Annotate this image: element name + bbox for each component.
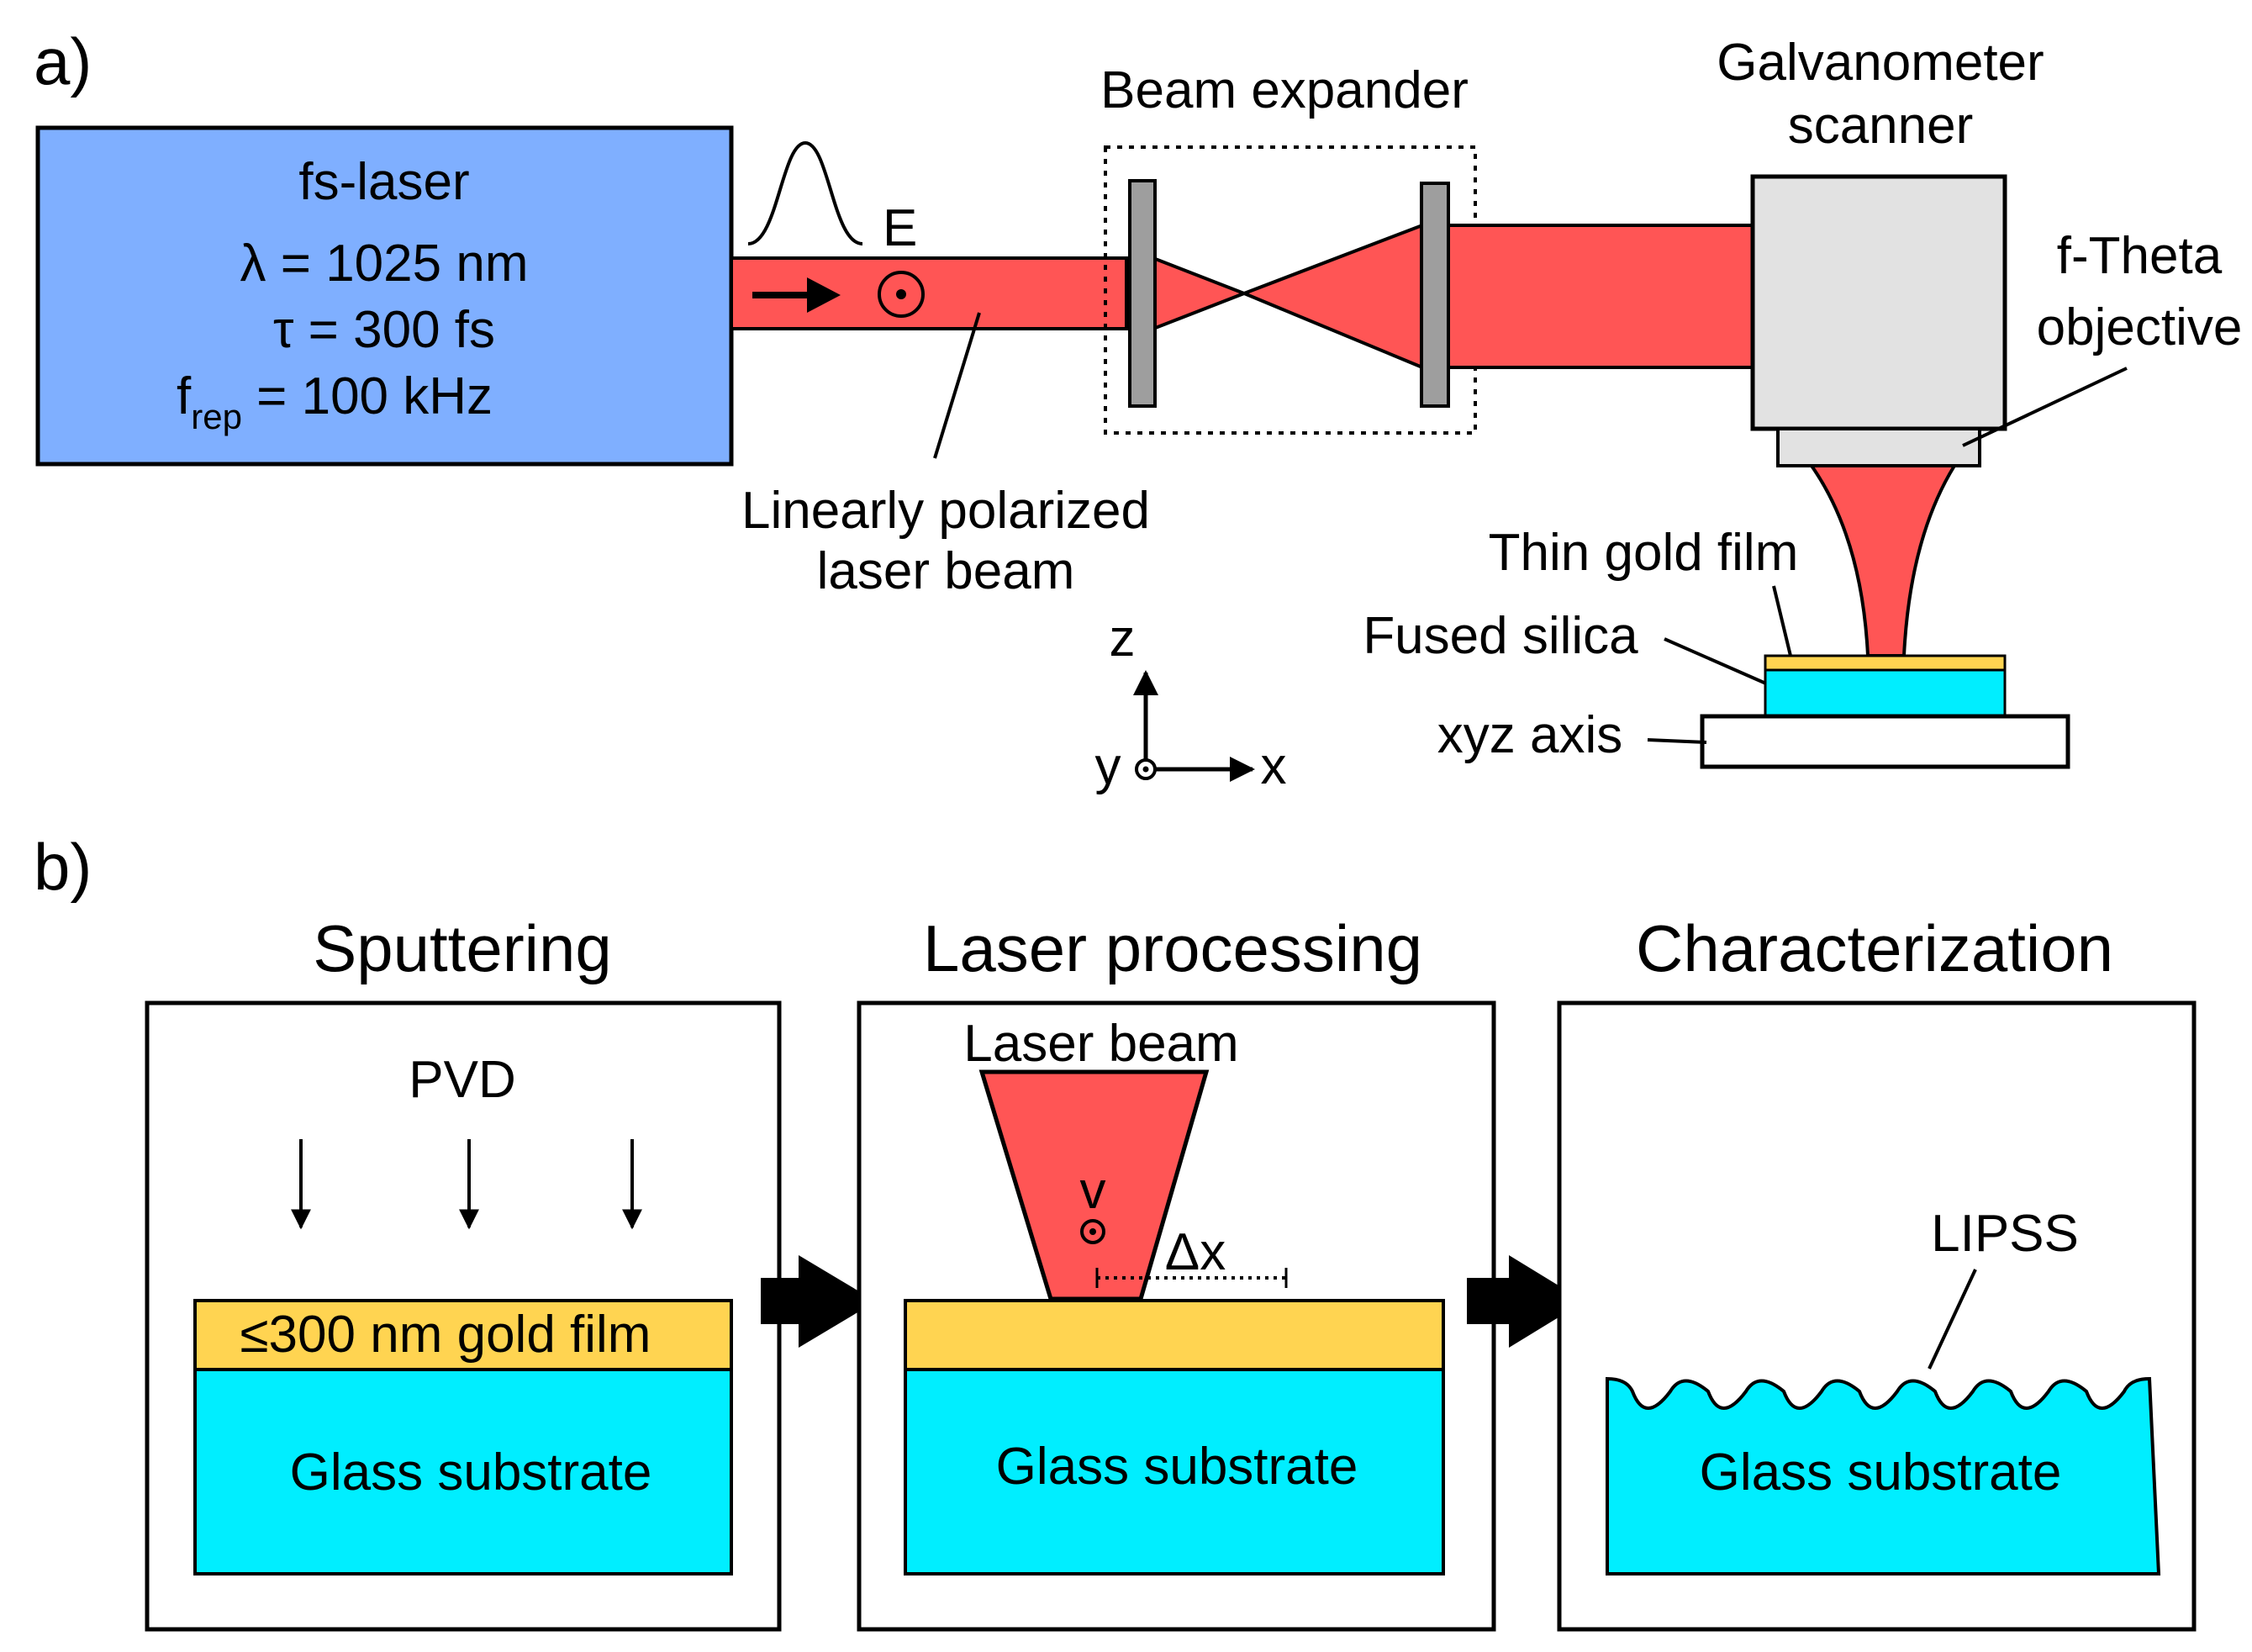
laser-beam-label: Laser beam — [963, 1015, 1238, 1073]
beam-label-leader — [933, 312, 981, 459]
process-arrow-1 — [761, 1255, 876, 1348]
laser-name: fs-laser — [298, 153, 469, 211]
glass-substrate-1-label: Glass substrate — [290, 1444, 652, 1502]
step-laser-processing-title: Laser processing — [923, 911, 1422, 985]
velocity-out-of-plane-icon — [1080, 1219, 1105, 1244]
velocity-dot — [1089, 1228, 1096, 1235]
step-sputtering-title: Sputtering — [313, 911, 612, 985]
beam-expander-label: Beam expander — [1100, 61, 1469, 119]
y-axis-dot — [1142, 766, 1149, 773]
y-axis-label: y — [1095, 737, 1121, 795]
process-arrow-2 — [1467, 1255, 1585, 1348]
focused-beam — [1808, 464, 1958, 657]
objective-label-leader — [1962, 367, 2128, 447]
expander-lens-2 — [1420, 182, 1450, 408]
glass-substrate-3-label: Glass substrate — [1700, 1444, 2062, 1502]
rep-rate-prefix: f — [177, 367, 192, 425]
laser-rep-rate: frep = 100 kHz — [177, 367, 493, 436]
x-axis-label: x — [1261, 737, 1287, 795]
gaussian-pulse-icon — [747, 140, 863, 245]
lipss-glass-substrate — [1606, 1376, 2161, 1575]
thin-gold-film — [1764, 654, 2007, 672]
beam-label-line2: laser beam — [817, 542, 1075, 600]
lipss-leader — [1928, 1269, 1977, 1370]
gold-film-thickness-label: ≤300 nm gold film — [240, 1306, 651, 1364]
coordinate-axes: z y x — [1095, 610, 1287, 795]
laser-pulse-duration: τ = 300 fs — [273, 301, 495, 359]
gold-film-leader — [1772, 585, 1792, 657]
lipss-label: LIPSS — [1931, 1205, 2079, 1263]
objective-label-line2: objective — [2037, 298, 2243, 356]
expander-lens-1 — [1128, 179, 1157, 408]
rep-rate-value: = 100 kHz — [242, 367, 493, 425]
e-field-label: E — [883, 199, 917, 257]
scanner-label-line1: Galvanometer — [1717, 34, 2044, 92]
diverging-beam — [1239, 223, 1424, 370]
beam-label-line1: Linearly polarized — [741, 482, 1150, 540]
stage-label: xyz axis — [1437, 706, 1622, 764]
line-spacing-label: Δx — [1165, 1223, 1226, 1281]
velocity-label: v — [1080, 1162, 1106, 1220]
silica-label: Fused silica — [1363, 607, 1638, 665]
z-axis-label: z — [1110, 610, 1136, 668]
step-characterization-title: Characterization — [1636, 911, 2113, 985]
glass-substrate-1 — [193, 1368, 733, 1575]
scanner-label-line2: scanner — [1788, 97, 1974, 155]
polarization-dot — [896, 289, 906, 299]
xyz-stage — [1700, 714, 2070, 769]
glass-substrate-2 — [904, 1368, 1445, 1575]
stage-leader — [1647, 738, 1707, 744]
galvanometer-scanner — [1750, 174, 2007, 431]
panel-a-label: a) — [34, 24, 92, 98]
glass-substrate-2-label: Glass substrate — [996, 1438, 1358, 1496]
fused-silica-substrate — [1764, 668, 2007, 718]
propagation-arrow-head — [807, 277, 841, 313]
expanded-laser-beam — [1447, 224, 1757, 369]
panel-b-label: b) — [34, 830, 92, 904]
gold-film-label: Thin gold film — [1489, 524, 1799, 582]
rep-rate-subscript: rep — [191, 397, 242, 436]
converging-beam — [1152, 256, 1249, 331]
f-theta-objective — [1776, 427, 1981, 467]
gold-film-layer-processed — [904, 1299, 1445, 1371]
laser-wavelength: λ = 1025 nm — [240, 235, 529, 293]
pvd-label: PVD — [409, 1051, 515, 1109]
fs-laser-box — [35, 125, 734, 467]
beam-expander-frame — [1104, 145, 1477, 435]
polarization-out-of-plane-icon — [878, 271, 925, 318]
objective-label-line1: f-Theta — [2057, 227, 2223, 285]
